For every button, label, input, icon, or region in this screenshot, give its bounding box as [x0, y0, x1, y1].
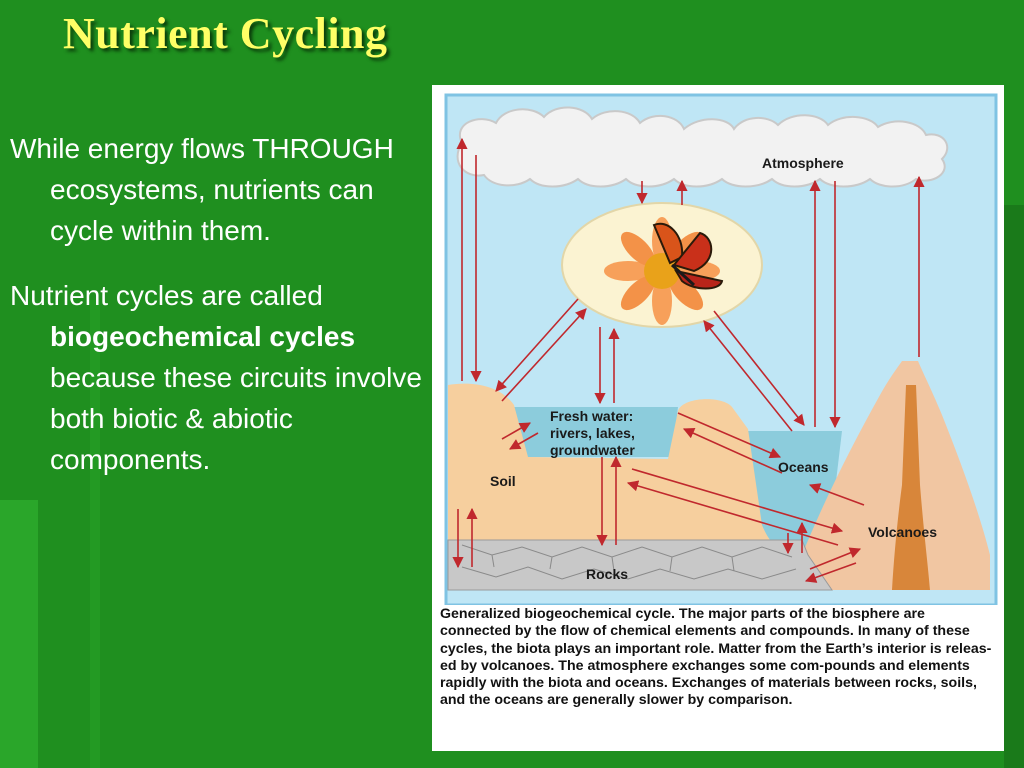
figure-caption: Generalized biogeochemical cycle. The ma…	[440, 606, 992, 709]
term-biogeochemical-cycles: biogeochemical cycles	[50, 321, 356, 352]
arrow-biota-ocean	[713, 310, 805, 426]
label-fresh-water-line3: groundwater	[550, 442, 635, 458]
arrow-volcano-rocks	[804, 562, 857, 583]
label-rocks: Rocks	[586, 566, 628, 582]
rock-cracks	[461, 544, 797, 580]
arrow-biota-soil	[495, 298, 579, 392]
arrow-freshwater-soil	[509, 432, 539, 450]
label-soil: Soil	[490, 473, 516, 489]
arrow-volcano-ocean	[808, 483, 865, 506]
label-volcanoes: Volcanoes	[868, 524, 937, 540]
label-oceans: Oceans	[778, 459, 829, 475]
arrow-soil-freshwater	[501, 422, 531, 440]
body-text: While energy flows THROUGH ecosystems, n…	[10, 128, 435, 504]
paragraph-nutrient-cycles: Nutrient cycles are called biogeochemica…	[10, 275, 435, 480]
bg-stripe-left	[0, 500, 38, 768]
fresh-water	[510, 407, 678, 457]
label-atmosphere: Atmosphere	[762, 155, 844, 171]
bg-stripe-right	[1004, 205, 1024, 768]
flow-arrows	[452, 137, 925, 583]
arrow-ocean-soil	[626, 480, 839, 546]
arrow-ocean-biota	[703, 320, 793, 432]
arrow-soil-ocean	[631, 468, 844, 534]
arrow-rocks-volcano	[809, 547, 862, 570]
butterfly	[652, 222, 724, 290]
paragraph2-text-after: because these circuits involve both biot…	[50, 362, 422, 475]
label-fresh-water-line1: Fresh water:	[550, 408, 633, 424]
slide-title: Nutrient Cycling	[63, 9, 388, 58]
biogeochemical-cycle-figure: Atmosphere Fresh water: rivers, lakes, g…	[432, 85, 1004, 751]
soil-land	[448, 383, 802, 555]
bg-stripe-mid	[90, 300, 100, 768]
paragraph-energy-flow: While energy flows THROUGH ecosystems, n…	[10, 133, 394, 246]
arrow-ocean-freshwater	[682, 428, 783, 474]
arrow-freshwater-ocean	[677, 412, 782, 459]
cloud	[456, 106, 949, 188]
paragraph2-text-before: Nutrient cycles are called	[10, 280, 323, 311]
arrow-soil-biota	[501, 308, 587, 402]
label-fresh-water-line2: rivers, lakes,	[550, 425, 635, 441]
volcano-magma	[892, 385, 930, 590]
cycle-diagram: Atmosphere Fresh water: rivers, lakes, g…	[444, 93, 998, 605]
volcano	[802, 361, 990, 590]
rock-layer	[447, 539, 833, 591]
